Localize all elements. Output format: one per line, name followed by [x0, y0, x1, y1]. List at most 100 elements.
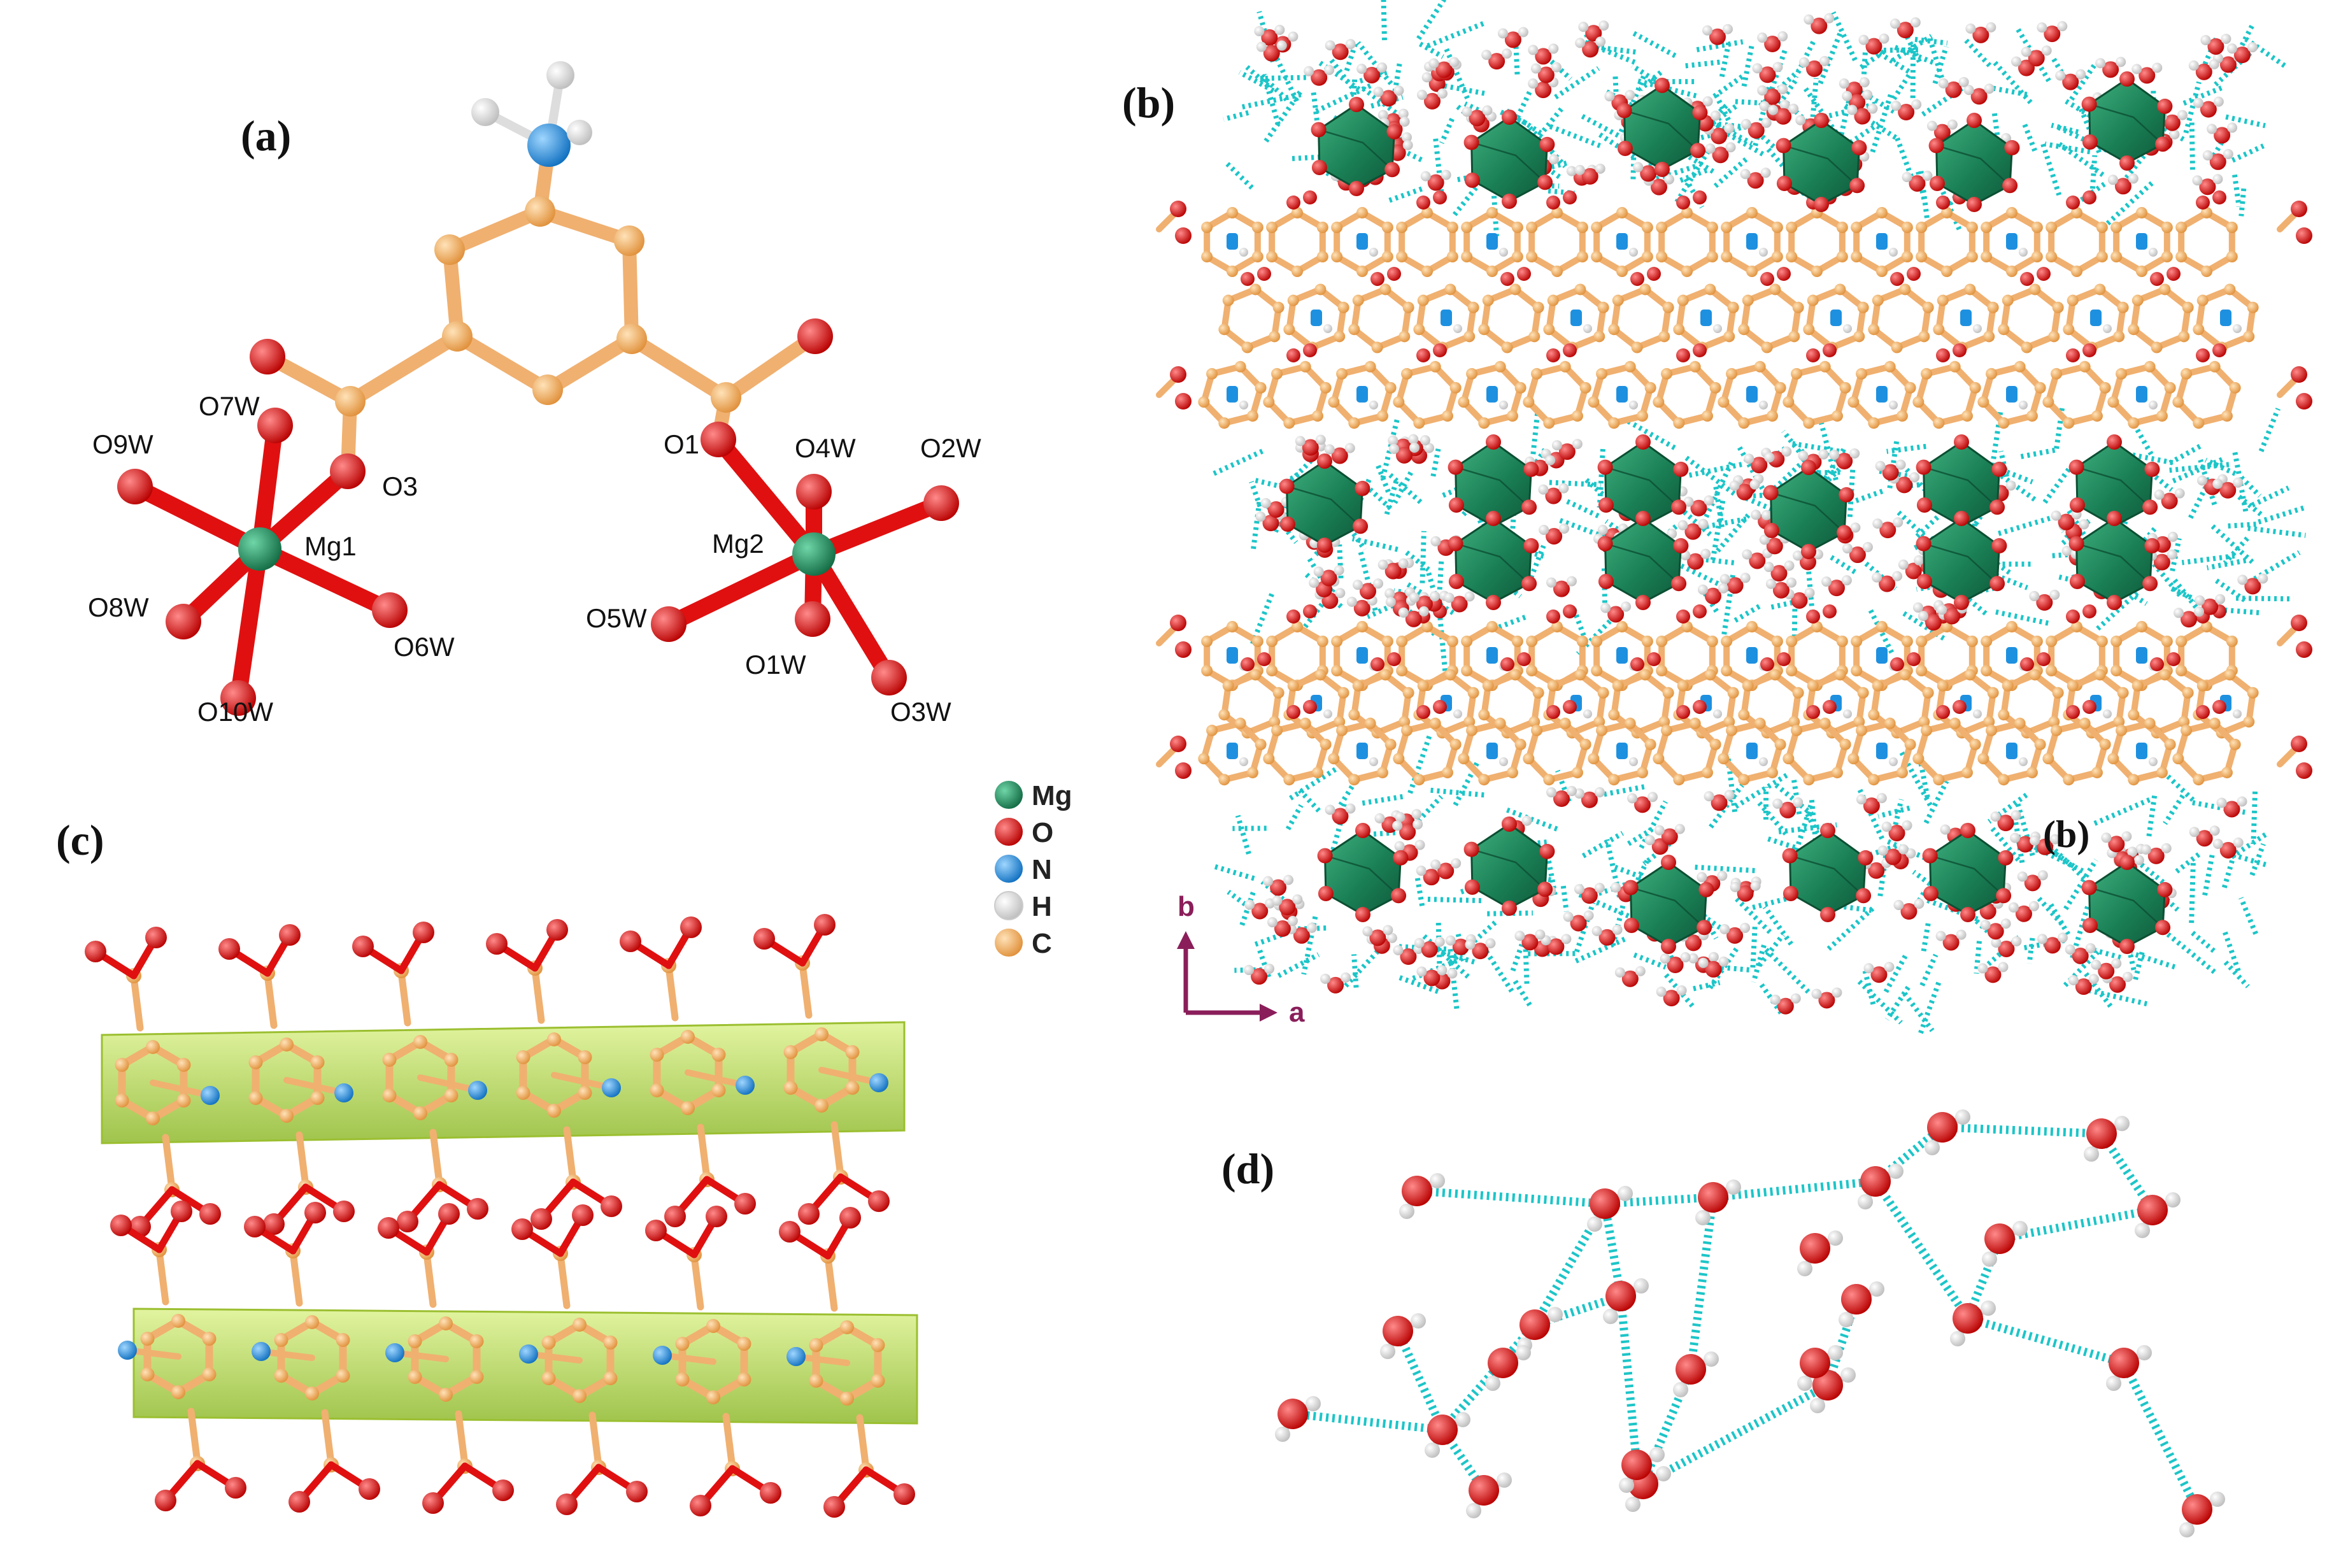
- hydrogen-bond: [1298, 788, 1323, 815]
- label-o10w: O10W: [197, 697, 273, 727]
- hydrogen-bond: [2251, 485, 2290, 508]
- ring-bond: [450, 329, 555, 397]
- water-oxygen: [2195, 63, 2212, 80]
- water-hydrogen: [1362, 926, 1373, 937]
- ring-bond: [541, 332, 639, 397]
- ring-bond: [622, 234, 639, 346]
- oxygen-atom: [1303, 604, 1317, 618]
- panel-d-water-cluster: [1275, 1109, 2225, 1537]
- carbon-atom: [681, 1101, 695, 1115]
- hydrogen-bond: [1437, 561, 1444, 592]
- water-hydrogen: [1633, 162, 1644, 173]
- amine-group: [1616, 647, 1628, 664]
- hydrogen-bond: [2170, 538, 2182, 572]
- carbon-atom: [1644, 738, 1656, 750]
- water-oxygen: [1521, 934, 1539, 951]
- water-hydrogen: [1521, 815, 1532, 826]
- oxygen-atom: [378, 1217, 399, 1239]
- amine-group: [1616, 386, 1628, 403]
- water-hydrogen: [1683, 496, 1694, 507]
- hydrogen-bond: [1691, 864, 1755, 873]
- water-oxygen: [1711, 794, 1728, 811]
- water-oxygen: [1267, 501, 1284, 518]
- hydrogen-atom: [567, 120, 592, 145]
- carbon-atom: [2110, 222, 2123, 233]
- water-hydrogen: [1849, 448, 1860, 459]
- hydrogen-atom: [1499, 757, 1508, 766]
- amine-group: [2136, 233, 2147, 250]
- oxygen-atom: [1175, 641, 1192, 658]
- water-hydrogen: [1398, 108, 1409, 119]
- water-hydrogen: [1740, 922, 1751, 933]
- carbon-atom: [1352, 680, 1364, 692]
- hydrogen-bond: [1439, 118, 1455, 145]
- hydrogen-atom: [1858, 1194, 1873, 1209]
- water-hydrogen: [1750, 880, 1761, 891]
- carbon-atom: [1478, 709, 1490, 721]
- label-o3w: O3W: [890, 697, 951, 727]
- carbon-atom: [1656, 251, 1668, 262]
- oxygen-atom: [2212, 343, 2226, 357]
- carbon-atom: [310, 1091, 325, 1105]
- carbon-atom: [1482, 680, 1494, 692]
- hydrogen-atom: [1713, 709, 1722, 718]
- octahedron-edge: [1318, 129, 1393, 171]
- legend-swatch-o: [995, 818, 1023, 846]
- carbon-atom: [1461, 665, 1473, 676]
- carbon-atom: [1727, 301, 1739, 313]
- hydrogen-bond: [2098, 1131, 2156, 1213]
- water-hydrogen: [1842, 543, 1853, 554]
- oxygen-atom: [1416, 196, 1430, 210]
- carbon-atom: [616, 324, 647, 354]
- axis-a-label: a: [1289, 997, 1305, 1028]
- carbon-atom: [1336, 367, 1348, 380]
- hydrogen-atom: [1869, 1281, 1884, 1297]
- water-hydrogen: [1654, 825, 1665, 836]
- hydrogen-bond: [2183, 81, 2202, 134]
- carbon-atom: [1531, 367, 1543, 380]
- carboxylate-bond: [856, 1414, 870, 1472]
- carbon-atom: [1746, 207, 1758, 218]
- water-hydrogen: [1980, 920, 1991, 930]
- water-oxygen: [1661, 828, 1678, 845]
- oxygen-atom: [1693, 700, 1707, 714]
- hydrogen-atom: [1759, 248, 1768, 257]
- carbon-atom: [2046, 665, 2058, 676]
- water-hydrogen: [1779, 99, 1790, 110]
- oxygen-atom: [546, 919, 568, 941]
- oxygen-atom: [1546, 705, 1560, 719]
- magnesium-atom: [238, 527, 281, 571]
- hydrogen-atom: [1425, 1443, 1440, 1458]
- oxygen-atom: [244, 1216, 266, 1237]
- hydrogen-bond: [1713, 157, 1749, 189]
- water-hydrogen: [1719, 574, 1730, 585]
- octahedron-edge: [2076, 543, 2151, 585]
- hydrogen-atom: [1369, 401, 1378, 410]
- carbon-atom: [1624, 360, 1636, 373]
- octahedron-edge: [1923, 543, 1998, 585]
- nitrogen-atom: [468, 1081, 487, 1100]
- hydrogen-bond: [2238, 854, 2267, 867]
- carbon-atom: [541, 1336, 556, 1350]
- coordinated-oxygen: [2107, 511, 2122, 526]
- hydrogen-atom: [1583, 324, 1592, 333]
- oxygen-atom: [1936, 196, 1950, 210]
- oxygen-atom: [1257, 652, 1271, 666]
- oxygen-atom: [814, 914, 836, 936]
- water-hydrogen: [1841, 575, 1852, 586]
- carbon-atom: [1857, 301, 1869, 313]
- coordinated-oxygen: [1486, 511, 1501, 526]
- hydrogen-atom: [1843, 324, 1852, 333]
- hydrogen-bond: [1420, 531, 1427, 583]
- water-hydrogen: [2121, 831, 2132, 842]
- water-oxygen: [1553, 790, 1570, 808]
- water-hydrogen: [2227, 122, 2238, 133]
- carbon-atom: [1486, 266, 1498, 277]
- coordinated-oxygen: [2107, 595, 2122, 610]
- carbon-atom: [1834, 669, 1846, 681]
- hydrogen-bond: [1453, 760, 1481, 806]
- carbon-atom: [1364, 360, 1376, 373]
- coordinated-oxygen: [1858, 850, 1874, 866]
- carbon-atom: [2091, 410, 2103, 422]
- coordinated-oxygen: [1991, 538, 2007, 553]
